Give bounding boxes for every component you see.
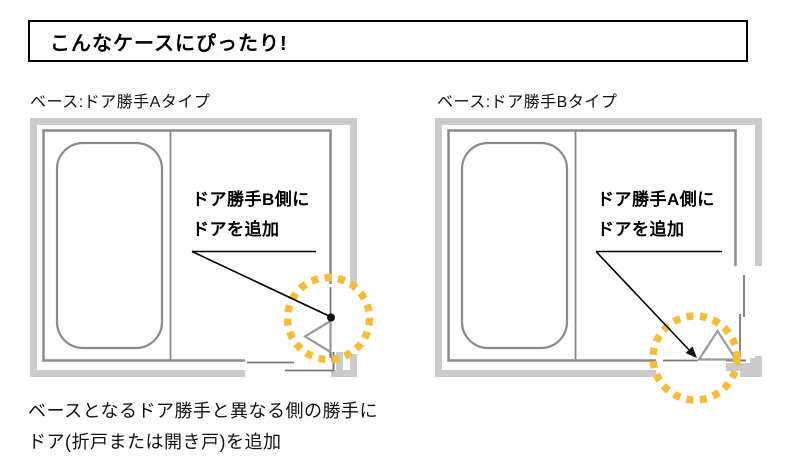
- right-highlight-circle: [649, 312, 741, 404]
- right-leader-arrowhead: [685, 346, 697, 358]
- left-bathtub: [55, 141, 164, 350]
- right-existing-door-lines: [739, 275, 745, 357]
- right-annotation-line1: ドア勝手A側に: [597, 190, 715, 209]
- right-bathtub: [460, 141, 569, 350]
- left-bottom-wall-opening: [245, 356, 331, 382]
- right-diagram-subtitle: ベース:ドア勝手Bタイプ: [437, 94, 618, 111]
- right-room-inner-wall: [447, 129, 737, 362]
- headline-box: こんなケースにぴったり!: [28, 20, 748, 62]
- left-floorplan: [30, 118, 374, 382]
- left-annotation-line2: ドアを追加: [192, 220, 280, 239]
- headline-text: こんなケースにぴったり!: [50, 32, 288, 55]
- left-annotation-line1: ドア勝手B側に: [192, 190, 310, 209]
- right-annotation-line2: ドアを追加: [597, 220, 685, 239]
- bottom-caption: ベースとなるドア勝手と異なる側の勝手に ドア(折戸または開き戸)を追加: [28, 396, 378, 458]
- left-room-outer-wall: [30, 118, 357, 377]
- left-room-inner-wall: [42, 129, 332, 362]
- bottom-caption-line1: ベースとなるドア勝手と異なる側の勝手に: [28, 401, 379, 421]
- right-added-door-symbol: [663, 328, 739, 362]
- right-room-outer-wall: [435, 118, 762, 377]
- left-existing-door-lines: [247, 361, 334, 372]
- right-leader-line: [595, 250, 722, 353]
- right-floorplan: [435, 118, 767, 404]
- right-annotation: ドア勝手A側に ドアを追加: [597, 185, 715, 245]
- left-diagram-subtitle: ベース:ドア勝手Aタイプ: [30, 94, 211, 111]
- left-leader-line: [191, 250, 330, 317]
- left-annotation: ドア勝手B側に ドアを追加: [192, 185, 310, 245]
- bottom-caption-line2: ドア(折戸または開き戸)を追加: [28, 432, 282, 452]
- left-highlight-circle: [283, 273, 374, 364]
- left-leader-dot: [327, 313, 335, 322]
